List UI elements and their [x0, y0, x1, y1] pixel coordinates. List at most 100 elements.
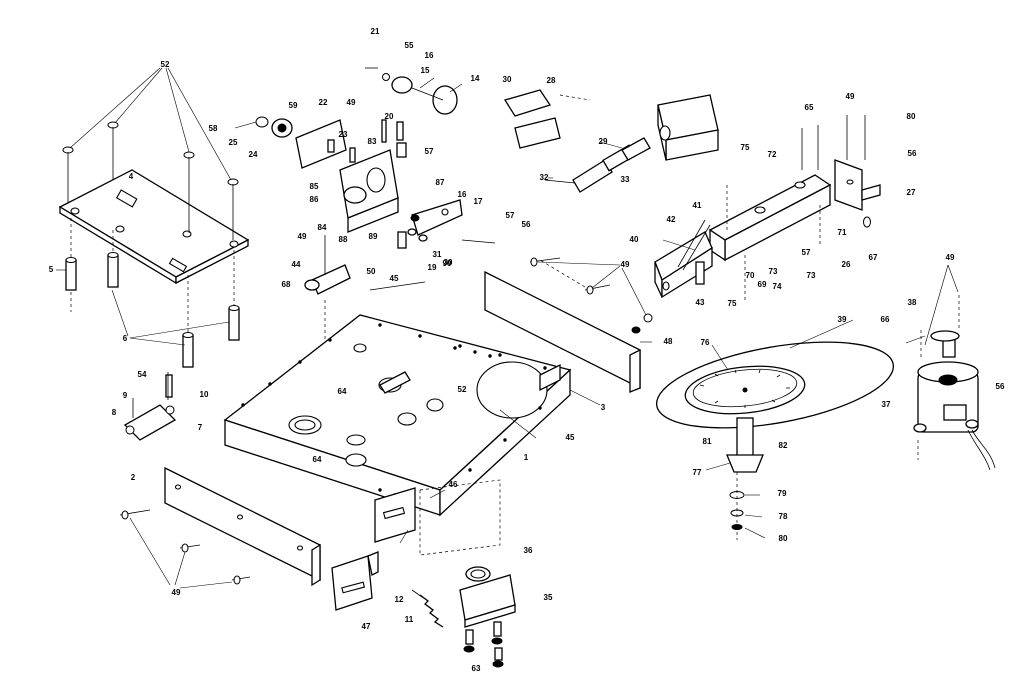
long-screw	[227, 178, 239, 240]
head-lens	[662, 281, 670, 291]
part-label-64a: 64	[337, 387, 347, 396]
part-label-1: 1	[523, 453, 529, 462]
part-label-56c: 56	[995, 382, 1005, 391]
part-label-59: 59	[288, 101, 298, 110]
part-label-84: 84	[317, 223, 327, 232]
part-label-23: 23	[338, 130, 348, 139]
spacer-post	[228, 250, 240, 341]
plate-slot	[115, 189, 138, 208]
part-label-14: 14	[470, 74, 480, 83]
part-label-90: 90	[442, 259, 452, 268]
spacer-post	[107, 230, 119, 288]
wire-bracket	[304, 235, 426, 340]
plate-hole	[229, 240, 239, 248]
head-pin	[695, 261, 705, 285]
motor-wire	[967, 429, 991, 471]
rod	[369, 281, 426, 291]
spacer-post	[182, 275, 194, 368]
part-label-73a: 73	[806, 271, 816, 280]
part-label-20: 20	[384, 112, 394, 121]
spacer-post	[65, 218, 77, 312]
part-label-37: 37	[881, 400, 891, 409]
foot-cap-inner	[470, 569, 486, 579]
l-bracket-slot	[341, 581, 366, 594]
part-label-75b: 75	[727, 299, 737, 308]
part-label-81: 81	[702, 437, 712, 446]
part-label-70: 70	[745, 271, 755, 280]
dashed-outline	[419, 479, 501, 556]
part-label-12: 12	[394, 595, 404, 604]
chassis-hole	[426, 398, 444, 412]
part-label-85: 85	[309, 182, 319, 191]
tonearm-head	[654, 219, 713, 299]
l-bracket	[331, 551, 379, 611]
part-label-29: 29	[598, 137, 608, 146]
part-label-11: 11	[404, 615, 414, 624]
long-screw	[62, 146, 74, 203]
part-label-30a: 30	[502, 75, 512, 84]
part-label-2: 2	[130, 473, 136, 482]
part-label-56b: 56	[907, 149, 917, 158]
spring-coil	[396, 121, 404, 141]
knob-cap	[255, 116, 269, 128]
part-label-50: 50	[366, 267, 376, 276]
part-label-16b: 16	[457, 190, 467, 199]
part-label-66: 66	[880, 315, 890, 324]
mounting-bracket	[295, 119, 347, 169]
lever-hole	[441, 208, 449, 216]
part-label-72: 72	[767, 150, 777, 159]
hinge-pin	[165, 374, 173, 398]
chassis-hole	[345, 453, 367, 467]
platter-rim	[692, 368, 798, 408]
solenoid-assembly	[503, 89, 719, 193]
part-label-45a: 45	[389, 274, 399, 283]
knob-center	[277, 123, 287, 133]
part-label-56a: 56	[521, 220, 531, 229]
part-label-32: 32	[539, 173, 549, 182]
plate-slot-lower	[168, 257, 188, 273]
leader-lines	[234, 77, 959, 544]
part-label-16a: 16	[424, 51, 434, 60]
part-label-73b: 73	[768, 267, 778, 276]
part-label-3: 3	[600, 403, 606, 412]
part-label-54: 54	[137, 370, 147, 379]
part-label-6: 6	[122, 334, 128, 343]
part-label-58: 58	[208, 124, 218, 133]
side-rail-flange	[629, 348, 641, 393]
arm-screw	[846, 179, 854, 185]
drive-bushing	[391, 76, 413, 94]
part-label-49b: 49	[297, 232, 307, 241]
part-label-65: 65	[804, 103, 814, 112]
motor-plate	[943, 404, 967, 421]
plate-hole	[70, 207, 80, 215]
part-label-48: 48	[663, 337, 673, 346]
part-label-19: 19	[427, 263, 437, 272]
rail-hole	[236, 514, 244, 520]
motor-foot	[913, 423, 927, 433]
part-label-89: 89	[368, 232, 378, 241]
gear-frame-base	[347, 197, 399, 233]
drive-pulley	[432, 85, 458, 115]
part-label-88: 88	[338, 235, 348, 244]
front-rail-flange	[311, 543, 321, 587]
arm-bracket	[834, 159, 863, 211]
part-label-36: 36	[523, 546, 533, 555]
part-label-57a: 57	[424, 147, 434, 156]
arm-hole	[754, 206, 766, 214]
side-rail	[484, 259, 641, 393]
part-label-76: 76	[700, 338, 710, 347]
part-label-15: 15	[420, 66, 430, 75]
part-label-10: 10	[199, 390, 209, 399]
part-label-40: 40	[629, 235, 639, 244]
part-label-8: 8	[111, 408, 117, 417]
front-rail	[164, 466, 321, 587]
spindle-shaft	[736, 417, 754, 457]
turntable-opening	[476, 361, 548, 419]
nut	[410, 214, 420, 222]
part-label-64b: 64	[312, 455, 322, 464]
part-label-46: 46	[448, 480, 458, 489]
part-label-49d: 49	[620, 260, 630, 269]
platter-ticks	[699, 369, 790, 408]
spring-coil	[396, 142, 407, 158]
